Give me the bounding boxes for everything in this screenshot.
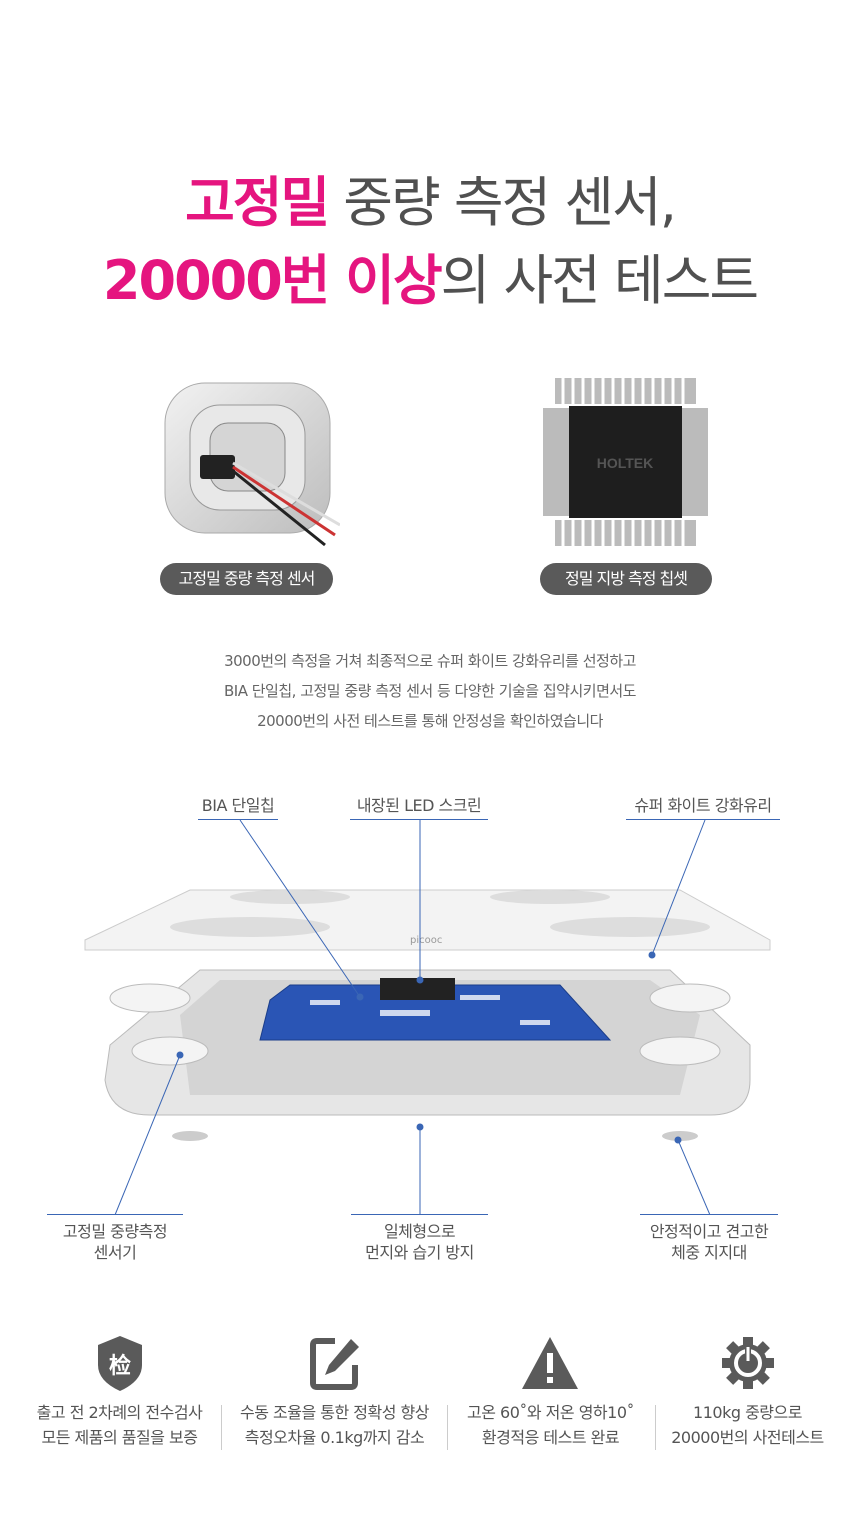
headline-line-2: 20000번 이상의 사전 테스트 <box>0 236 860 315</box>
sensor-label: 고정밀 중량 측정 센서 <box>160 563 333 595</box>
edit-icon <box>310 1338 359 1390</box>
description: 3000번의 측정을 거쳐 최종적으로 슈퍼 화이트 강화유리를 선정하고 BI… <box>0 646 860 736</box>
description-line: 3000번의 측정을 거쳐 최종적으로 슈퍼 화이트 강화유리를 선정하고 <box>224 652 636 670</box>
feature-line: 수동 조율을 통한 정확성 향상 <box>240 1403 429 1422</box>
callout-line: 센서기 <box>93 1243 137 1262</box>
feature-line: 고온 60˚와 저온 영하10˚ <box>466 1403 635 1422</box>
shield-inspection-icon: 检 <box>98 1336 142 1391</box>
description-line: BIA 단일칩, 고정밀 중량 측정 센서 등 다양한 기술을 집약시키면서도 <box>224 682 636 700</box>
feature-line: 110kg 중량으로 <box>693 1403 802 1422</box>
callout-line: 고정밀 중량측정 <box>62 1222 168 1241</box>
headline-text: 중량 측정 센서, <box>328 171 677 234</box>
callout-led-screen: 내장된 LED 스크린 <box>350 792 488 820</box>
divider <box>221 1405 222 1450</box>
chip-brand-text: HOLTEK <box>597 455 654 471</box>
gear-power-icon <box>722 1337 774 1389</box>
divider <box>655 1405 656 1450</box>
callout-line: 체중 지지대 <box>671 1243 747 1262</box>
callout-bia-chip: BIA 단일칩 <box>198 792 278 820</box>
chip-image: HOLTEK <box>543 378 708 546</box>
chipset-label: 정밀 지방 측정 칩셋 <box>540 563 712 595</box>
callout-line: 먼지와 습기 방지 <box>365 1243 474 1262</box>
feature-line: 모든 제품의 품질을 보증 <box>41 1428 198 1447</box>
warning-icon <box>522 1337 578 1389</box>
feature-line: 환경적응 테스트 완료 <box>481 1428 620 1447</box>
divider <box>447 1405 448 1450</box>
load-sensor-image <box>164 382 340 547</box>
callout-line: 안정적이고 견고한 <box>649 1222 769 1241</box>
feature-line: 측정오차율 0.1kg까지 감소 <box>244 1428 425 1447</box>
feature-line: 20000번의 사전테스트 <box>671 1428 824 1447</box>
feature-environment-test: 고온 60˚와 저온 영하10˚ 환경적응 테스트 완료 <box>443 1400 658 1450</box>
feature-line: 출고 전 2차례의 전수검사 <box>36 1403 203 1422</box>
brand-on-glass: picooc <box>410 935 442 946</box>
headline-text: 의 사전 테스트 <box>440 249 759 312</box>
shield-glyph: 检 <box>109 1353 131 1379</box>
description-line: 20000번의 사전 테스트를 통해 안정성을 확인하였습니다 <box>257 712 603 730</box>
callout-tempered-glass: 슈퍼 화이트 강화유리 <box>626 792 780 820</box>
headline-highlight: 고정밀 <box>185 171 330 234</box>
headline-line-1: 고정밀 중량 측정 센서, <box>0 158 860 237</box>
scale-exploded-diagram: picooc <box>84 819 771 1215</box>
feature-load-test: 110kg 중량으로 20000번의 사전테스트 <box>640 1400 855 1450</box>
headline-highlight: 20000번 이상 <box>102 249 443 312</box>
callout-line: 일체형으로 <box>383 1222 456 1241</box>
